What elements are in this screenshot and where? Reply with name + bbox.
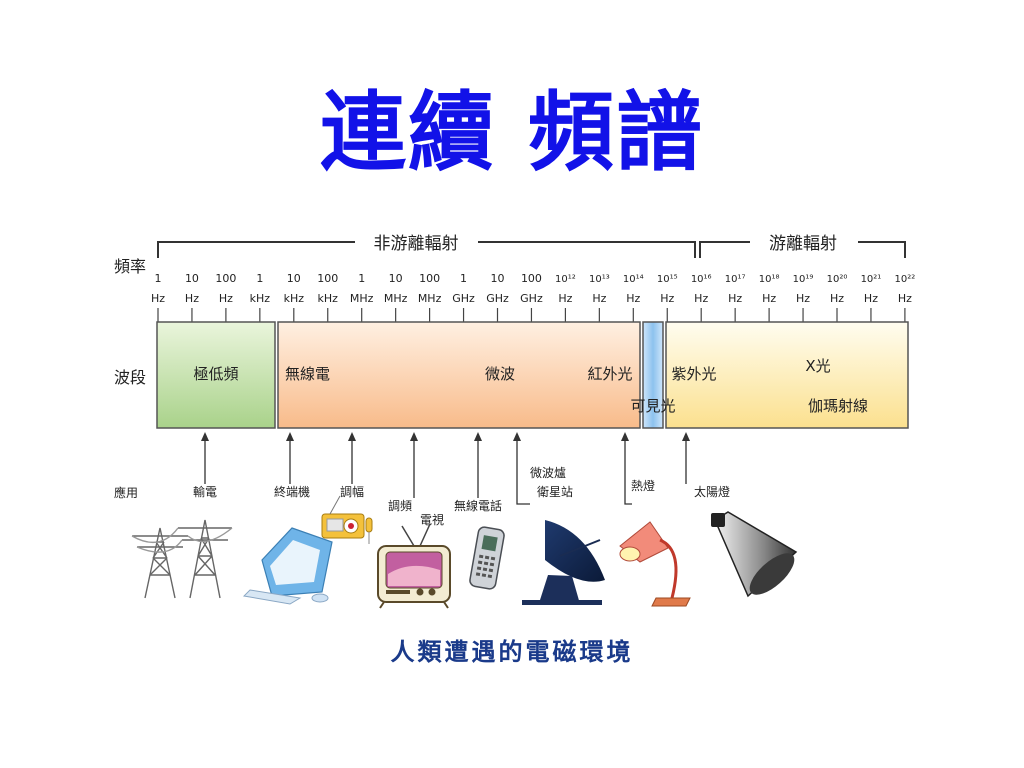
band-label-xray: X光 <box>805 357 830 375</box>
frequency-number-22: 10²² <box>895 274 916 285</box>
frequency-number-15: 10¹⁵ <box>657 274 678 285</box>
band-elf <box>156 321 276 429</box>
frequency-number-14: 10¹⁴ <box>623 274 644 285</box>
mobile-phone-icon <box>469 526 505 590</box>
frequency-number-1: 10 <box>185 272 199 285</box>
group-bracket-non-ionizing <box>157 241 696 258</box>
band-label-ultraviolet: 紫外光 <box>671 365 716 383</box>
frequency-unit-17: Hz <box>728 292 742 305</box>
frequency-number-19: 10¹⁹ <box>793 274 814 285</box>
band-radio-microwave-ir <box>277 321 641 429</box>
row-label-application: 應用 <box>114 485 138 500</box>
app-label-microwave-oven: 微波爐 <box>530 465 566 480</box>
frequency-number-21: 10²¹ <box>861 274 882 285</box>
frequency-number-2: 100 <box>215 272 236 285</box>
group-label-non-ionizing: 非游離輻射 <box>374 234 459 254</box>
group-bracket-ionizing <box>699 241 906 258</box>
diagram-caption: 人類遭遇的電磁環境 <box>390 638 634 666</box>
arrowhead-terminal <box>286 432 294 441</box>
app-label-terminal: 終端機 <box>274 484 310 499</box>
frequency-number-17: 10¹⁷ <box>725 274 746 285</box>
app-label-phone: 無線電話 <box>454 498 502 513</box>
frequency-number-7: 10 <box>389 272 403 285</box>
band-visible <box>642 321 664 429</box>
page-title: 連續 頻譜 <box>320 82 704 183</box>
arrowhead-heat-lamp <box>621 432 629 441</box>
frequency-number-0: 1 <box>155 272 162 285</box>
arrowhead-power <box>201 432 209 441</box>
frequency-unit-9: GHz <box>452 292 475 305</box>
band-label-visible: 可見光 <box>630 397 675 415</box>
app-label-power: 輸電 <box>193 484 217 499</box>
frequency-unit-16: Hz <box>694 292 708 305</box>
frequency-unit-5: kHz <box>318 292 339 305</box>
frequency-unit-14: Hz <box>626 292 640 305</box>
computer-terminal-icon <box>242 527 333 605</box>
frequency-unit-0: Hz <box>151 292 165 305</box>
frequency-unit-4: kHz <box>284 292 305 305</box>
satellite-dish-icon <box>522 520 605 605</box>
radio-icon <box>321 495 373 544</box>
application-arrows <box>201 432 690 505</box>
frequency-number-11: 100 <box>521 272 542 285</box>
frequency-unit-15: Hz <box>660 292 674 305</box>
frequency-unit-7: MHz <box>384 292 408 305</box>
row-label-band: 波段 <box>114 368 146 387</box>
power-tower-icon <box>131 519 233 599</box>
frequency-unit-12: Hz <box>558 292 572 305</box>
frequency-unit-3: kHz <box>250 292 271 305</box>
frequency-number-20: 10²⁰ <box>827 274 848 285</box>
frequency-number-12: 10¹² <box>555 274 576 285</box>
frequency-unit-20: Hz <box>830 292 844 305</box>
heat-lamp-icon <box>619 521 691 607</box>
band-label-radio: 無線電 <box>285 365 330 383</box>
group-label-ionizing: 游離輻射 <box>769 234 837 254</box>
frequency-unit-18: Hz <box>762 292 776 305</box>
arrow-satellite <box>516 434 530 505</box>
band-label-infrared: 紅外光 <box>587 365 632 383</box>
frequency-number-10: 10 <box>491 272 505 285</box>
frequency-unit-19: Hz <box>796 292 810 305</box>
frequency-unit-11: GHz <box>520 292 543 305</box>
arrowhead-phone <box>474 432 482 441</box>
app-label-tv: 電視 <box>420 512 444 527</box>
frequency-number-3: 1 <box>256 272 263 285</box>
band-label-microwave: 微波 <box>485 365 515 383</box>
row-label-frequency: 頻率 <box>114 257 146 276</box>
frequency-unit-1: Hz <box>185 292 199 305</box>
frequency-unit-6: MHz <box>350 292 374 305</box>
band-label-elf: 極低頻 <box>193 365 238 383</box>
app-label-am: 調幅 <box>340 484 364 499</box>
frequency-number-6: 1 <box>358 272 365 285</box>
frequency-unit-8: MHz <box>418 292 442 305</box>
frequency-number-9: 1 <box>460 272 467 285</box>
arrowhead-am <box>348 432 356 441</box>
frequency-number-13: 10¹³ <box>589 274 610 285</box>
app-label-fm: 調頻 <box>388 499 412 513</box>
frequency-unit-13: Hz <box>592 292 606 305</box>
band-ionizing <box>665 321 909 429</box>
band-label-gamma: 伽瑪射線 <box>808 397 868 415</box>
sun-lamp-icon <box>711 511 798 598</box>
arrow-heat-lamp <box>624 434 632 505</box>
frequency-number-4: 10 <box>287 272 301 285</box>
frequency-unit-10: GHz <box>486 292 509 305</box>
arrowhead-sun-lamp <box>682 432 690 441</box>
app-label-sun-lamp: 太陽燈 <box>694 484 730 499</box>
frequency-number-5: 100 <box>317 272 338 285</box>
frequency-number-18: 10¹⁸ <box>759 274 780 285</box>
frequency-unit-2: Hz <box>219 292 233 305</box>
frequency-unit-22: Hz <box>898 292 912 305</box>
arrowhead-satellite <box>513 432 521 441</box>
television-icon <box>377 523 451 609</box>
app-label-heat-lamp: 熱燈 <box>631 478 655 493</box>
frequency-number-16: 10¹⁶ <box>691 274 712 285</box>
arrowhead-fm <box>410 432 418 441</box>
app-label-satellite: 衛星站 <box>537 485 573 499</box>
frequency-number-8: 100 <box>419 272 440 285</box>
frequency-unit-21: Hz <box>864 292 878 305</box>
